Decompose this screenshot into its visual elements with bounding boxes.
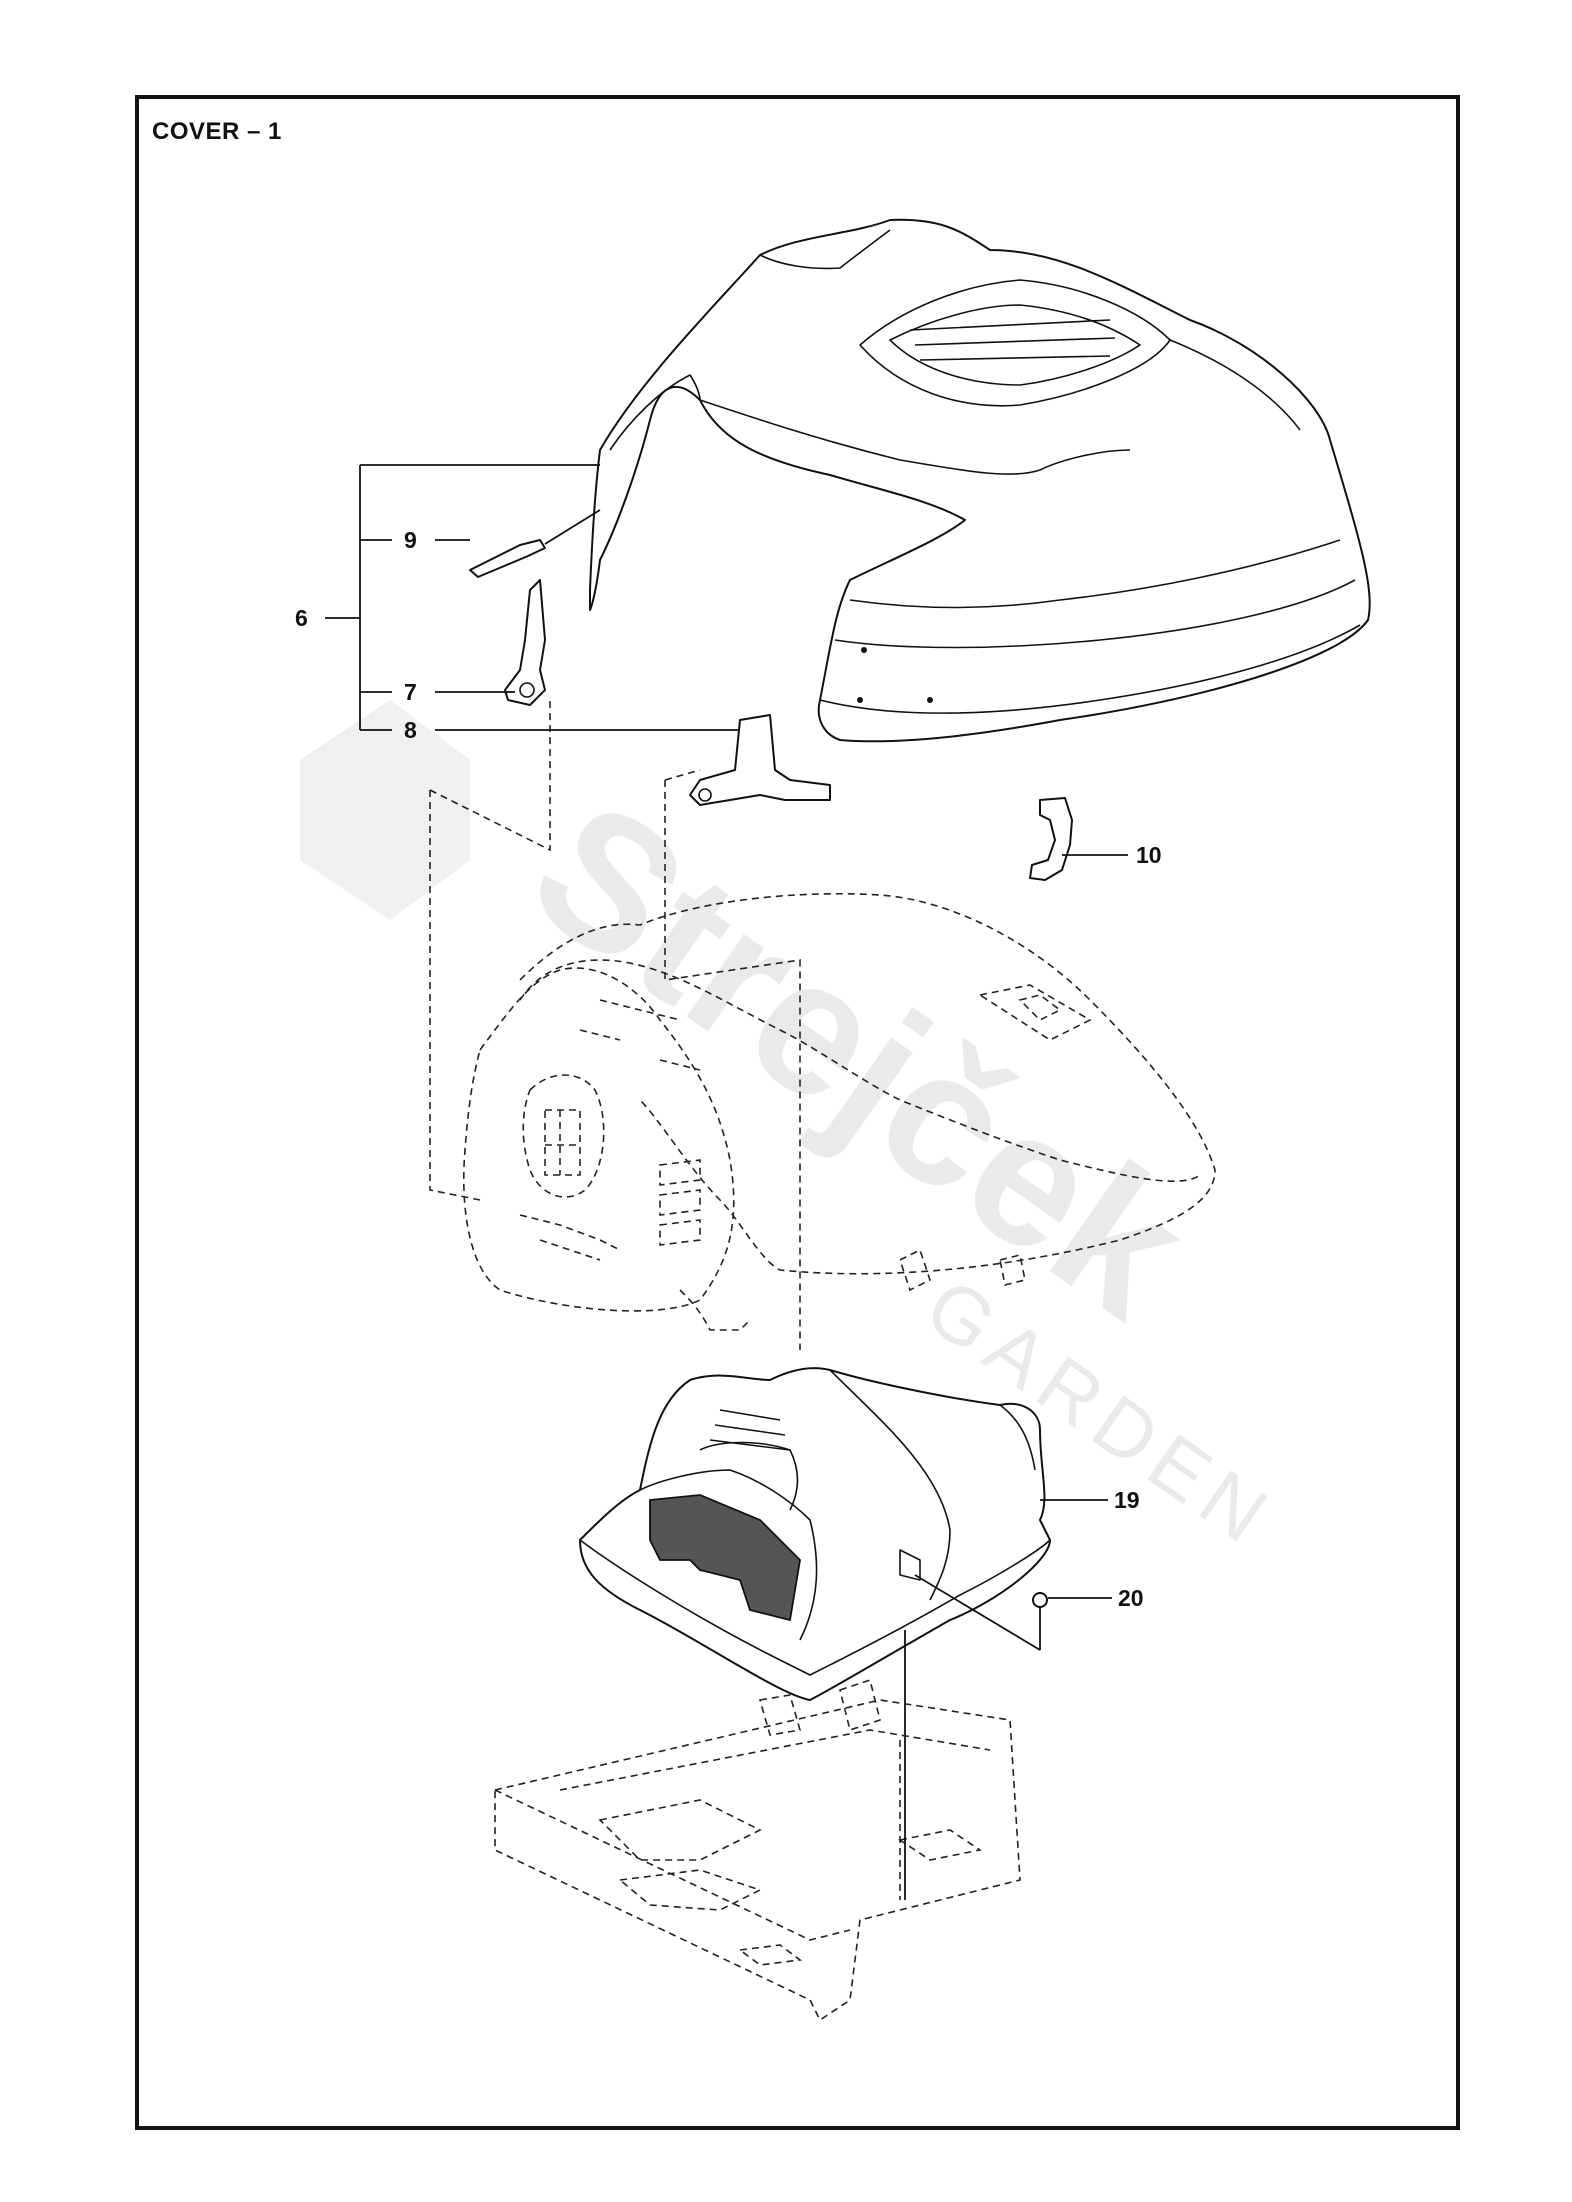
part-10-clip xyxy=(1029,797,1073,881)
part-7-bracket xyxy=(504,579,546,706)
diagram-frame xyxy=(135,95,1460,2130)
base-frame-dashed xyxy=(494,1630,1021,2022)
watermark-logo-icon xyxy=(300,700,470,920)
part-19-lower-cover xyxy=(579,1367,1051,1701)
callout-20: 20 xyxy=(1118,1585,1144,1611)
callout-9: 9 xyxy=(404,527,417,553)
callout-7: 7 xyxy=(404,679,417,705)
callout-8: 8 xyxy=(404,717,417,743)
chassis-context-dashed xyxy=(429,700,1216,1350)
callout-6: 6 xyxy=(295,605,308,631)
top-cover-shell xyxy=(589,218,1371,743)
vent-grille xyxy=(649,1494,801,1622)
part-9-pin xyxy=(469,509,601,578)
callout-10: 10 xyxy=(1136,842,1162,868)
part-20-screw xyxy=(914,1574,1048,1651)
diagram-title: COVER – 1 xyxy=(152,118,282,145)
leader-lines xyxy=(325,464,1128,1599)
callout-19: 19 xyxy=(1114,1487,1140,1513)
watermark-brand: Strejček xyxy=(496,760,1224,1358)
part-8-bracket xyxy=(689,714,831,806)
